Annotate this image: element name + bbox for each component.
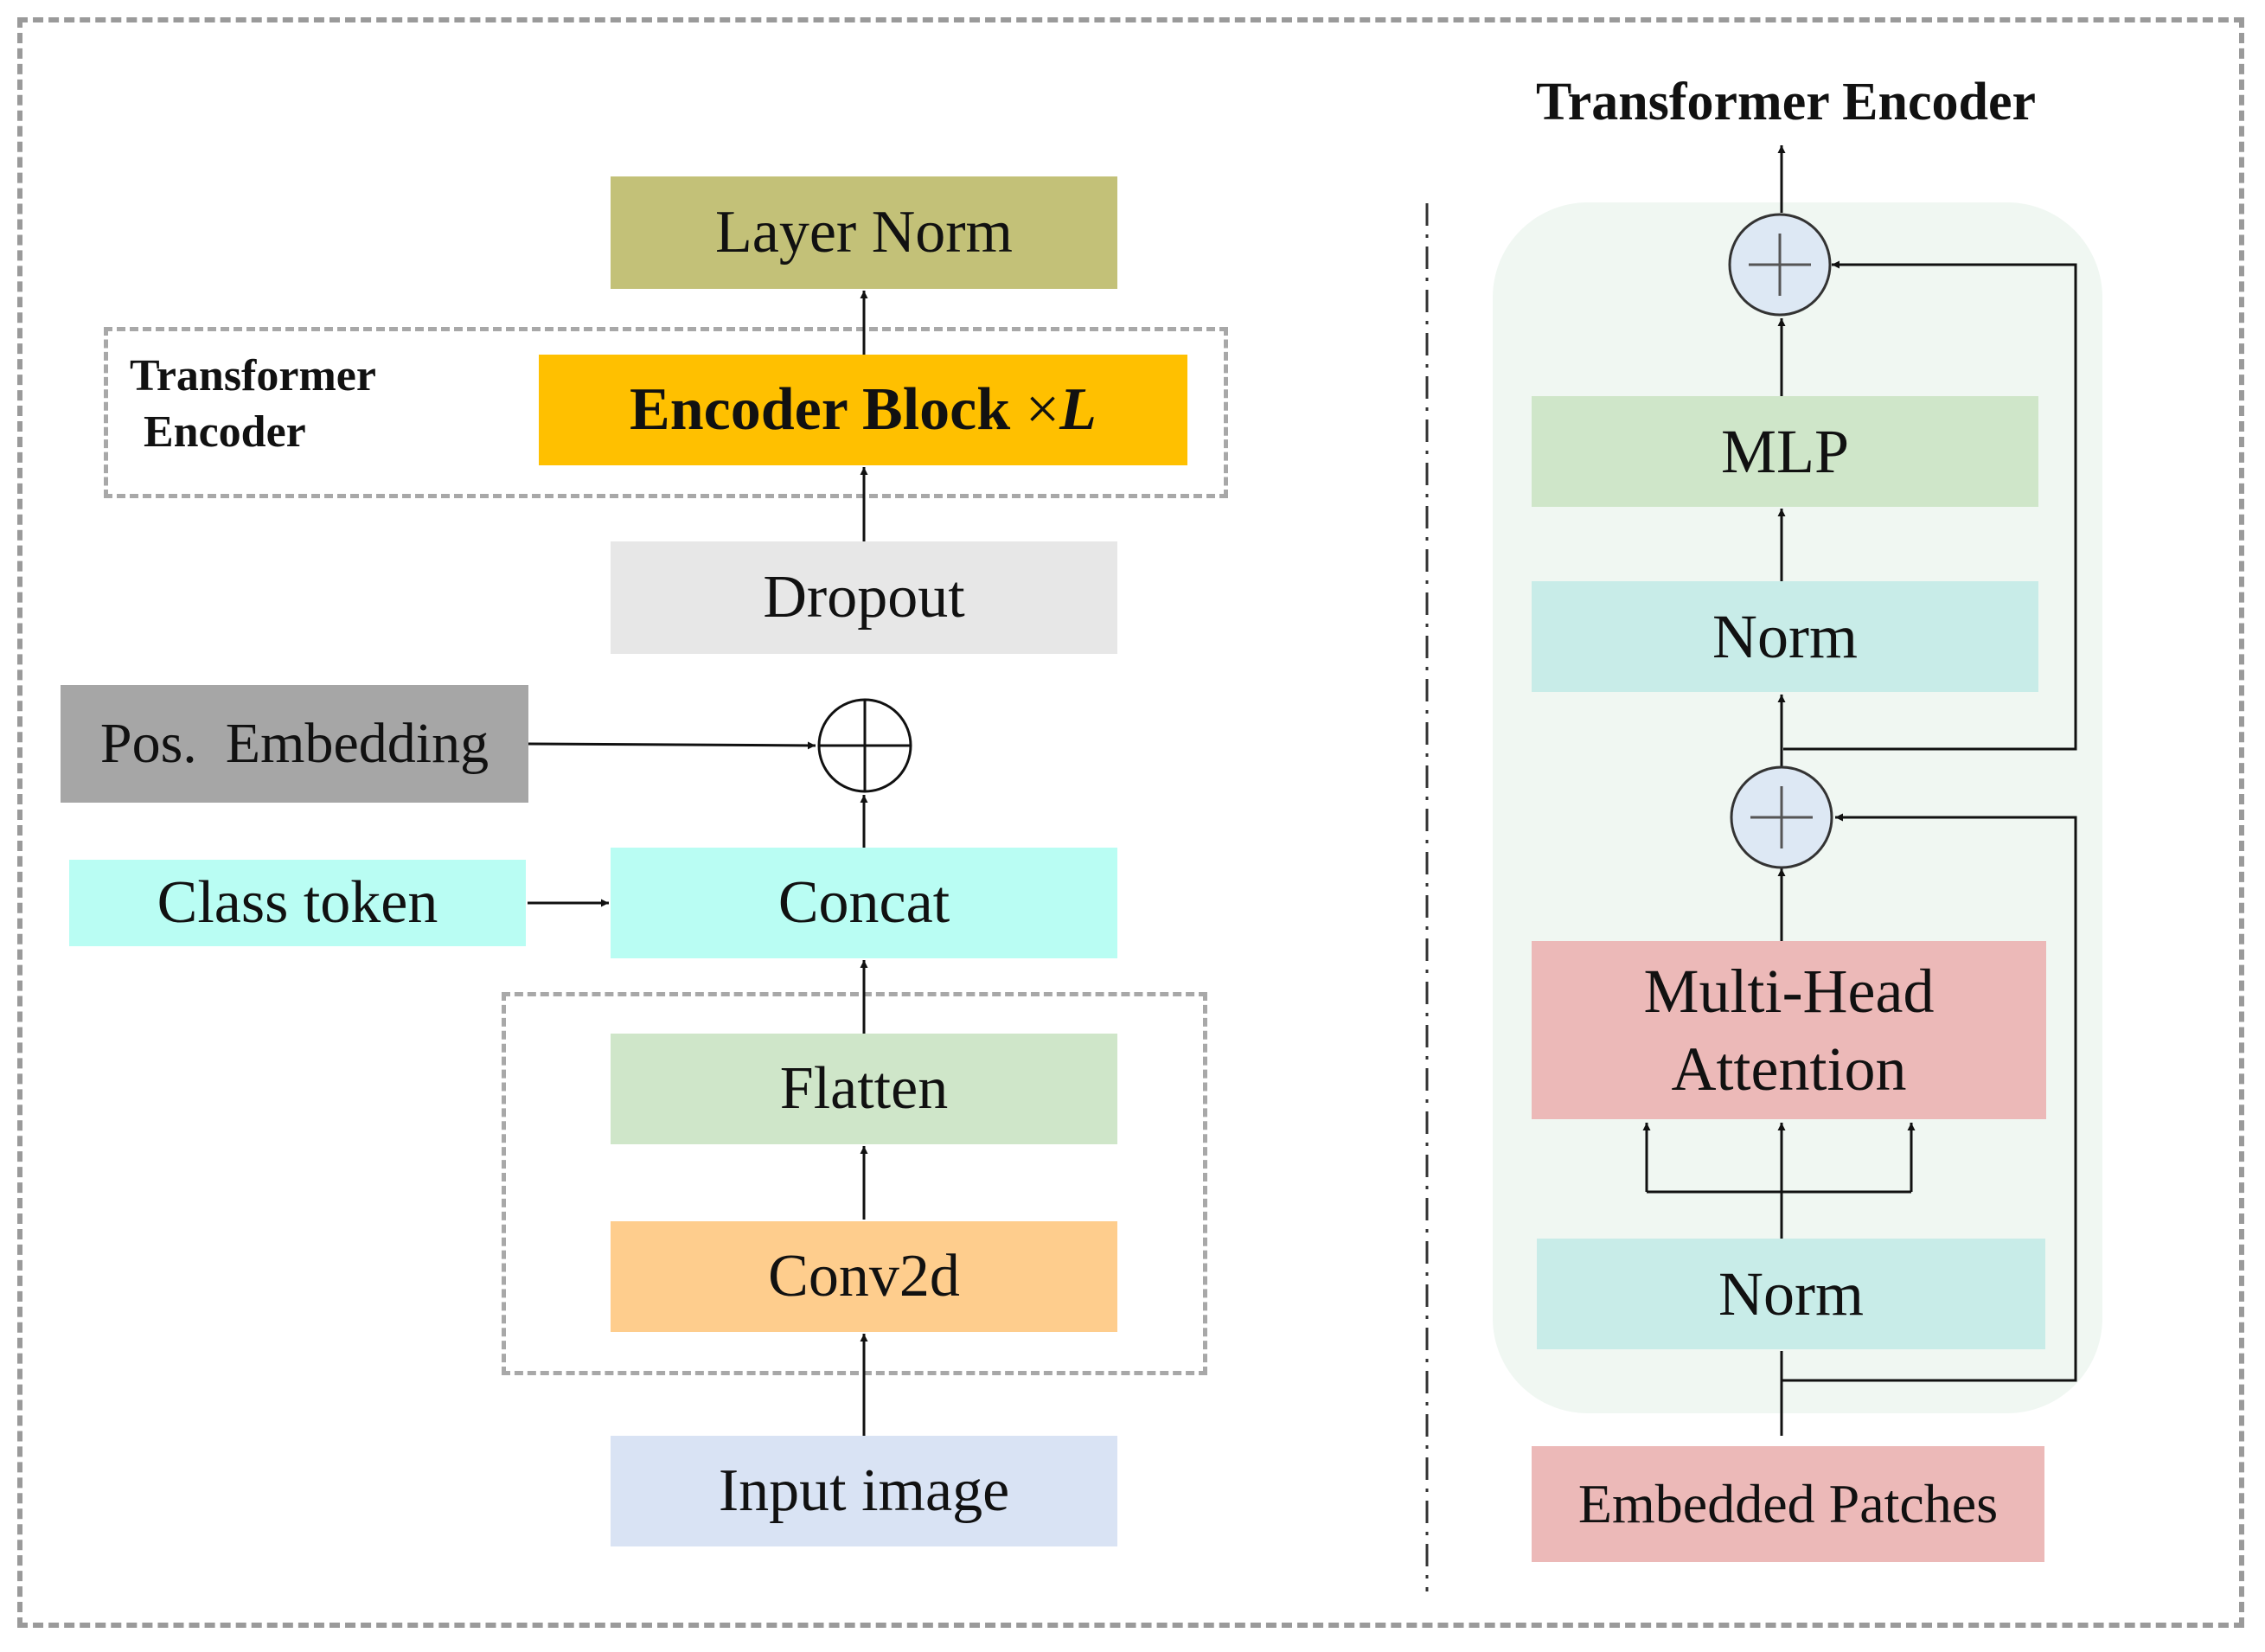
embedded-patches-block: Embedded Patches — [1532, 1446, 2044, 1562]
class-token-label: Class token — [157, 869, 438, 937]
norm-bottom-label: Norm — [1718, 1259, 1864, 1329]
times-symbol: × — [1025, 376, 1060, 444]
transformer-encoder-label-line1: Transformer — [130, 351, 376, 400]
encoder-detail-title: Transformer Encoder — [1536, 73, 2036, 131]
conv2d-block: Conv2d — [611, 1221, 1117, 1332]
add-node-lower — [1730, 765, 1833, 869]
attention-block: Multi-Head Attention — [1532, 941, 2046, 1119]
transformer-encoder-label: Transformer Encoder — [130, 348, 376, 460]
residual-line-1 — [1782, 813, 2077, 1382]
class-token-block: Class token — [69, 860, 526, 946]
input-image-block: Input image — [611, 1436, 1117, 1546]
attention-label-line1: Multi-Head — [1643, 957, 1935, 1026]
layer-norm-label: Layer Norm — [714, 199, 1014, 266]
layer-count-symbol: L — [1059, 376, 1097, 444]
norm-top-label: Norm — [1712, 602, 1858, 671]
add-node-left — [817, 698, 912, 793]
dropout-block: Dropout — [611, 541, 1117, 654]
mlp-label: MLP — [1720, 417, 1850, 486]
layer-norm-block: Layer Norm — [611, 176, 1117, 289]
outer-frame — [17, 17, 2244, 1628]
flatten-label: Flatten — [779, 1055, 949, 1123]
input-image-label: Input image — [718, 1457, 1010, 1525]
patch-embedding-group — [502, 992, 1207, 1375]
add-node-upper — [1728, 213, 1832, 317]
concat-block: Concat — [611, 848, 1117, 958]
transformer-encoder-group — [104, 327, 1228, 498]
mlp-block: MLP — [1532, 396, 2038, 507]
flatten-block: Flatten — [611, 1034, 1117, 1144]
embedded-patches-label: Embedded Patches — [1577, 1473, 1999, 1534]
attention-label-line2: Attention — [1671, 1034, 1907, 1104]
norm-bottom-block: Norm — [1537, 1239, 2045, 1349]
concat-label: Concat — [777, 869, 950, 937]
encoder-block: Encoder Block ×L — [539, 355, 1187, 465]
transformer-encoder-label-line2: Encoder — [144, 407, 306, 457]
pos-embedding-label: Pos. Embedding — [99, 711, 489, 775]
norm-top-block: Norm — [1532, 581, 2038, 692]
dropout-label: Dropout — [763, 564, 965, 631]
arrow-posemb-to-add — [528, 741, 816, 750]
conv2d-label: Conv2d — [768, 1243, 960, 1310]
encoder-block-label: Encoder Block ×L — [630, 372, 1097, 448]
pos-embedding-block: Pos. Embedding — [61, 685, 528, 803]
encoder-block-text: Encoder Block — [630, 376, 1026, 444]
residual-line-2 — [1783, 260, 2077, 751]
